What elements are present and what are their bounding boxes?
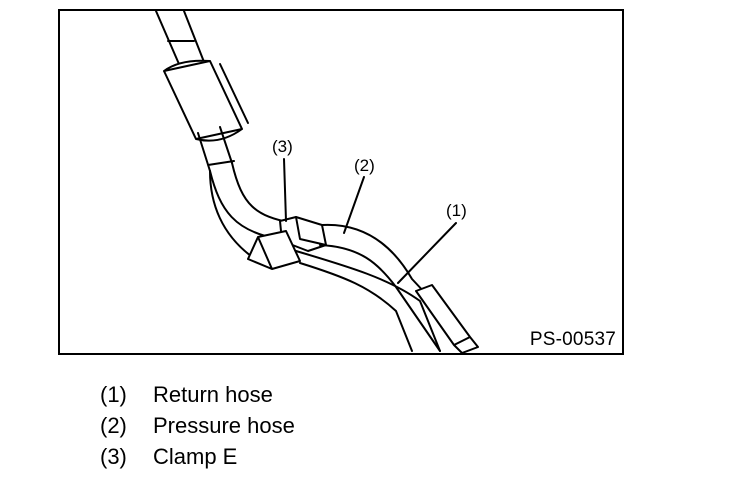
pipe-neck — [197, 126, 235, 172]
figure-code: PS-00537 — [529, 329, 616, 350]
legend-item: (2) Pressure hose — [100, 413, 295, 444]
legend-text: Return hose — [153, 382, 273, 407]
legend-number: (1) — [100, 382, 127, 407]
return-hose — [295, 250, 441, 352]
leader-2 — [343, 176, 365, 234]
legend-text: Pressure hose — [153, 413, 295, 438]
hose-drawing: (3) (2) (1) — [155, 11, 479, 353]
legend: (1) Return hose (2) Pressure hose (3) Cl… — [100, 382, 295, 475]
legend-item: (1) Return hose — [100, 382, 295, 413]
legend-item: (3) Clamp E — [100, 444, 295, 475]
end-fitting — [415, 284, 479, 353]
callout-1: (1) — [446, 201, 467, 220]
leader-3 — [283, 158, 287, 222]
lower-coupling — [247, 230, 301, 270]
callout-2: (2) — [354, 156, 375, 175]
legend-number: (3) — [100, 444, 127, 469]
legend-text: Clamp E — [153, 444, 238, 469]
leader-1 — [397, 222, 457, 284]
upper-coupling — [163, 59, 243, 142]
upper-pipe — [155, 11, 207, 72]
legend-number: (2) — [100, 413, 127, 438]
callout-3: (3) — [272, 137, 293, 156]
hose-diagram: (3) (2) (1) PS-00537 — [58, 9, 624, 355]
